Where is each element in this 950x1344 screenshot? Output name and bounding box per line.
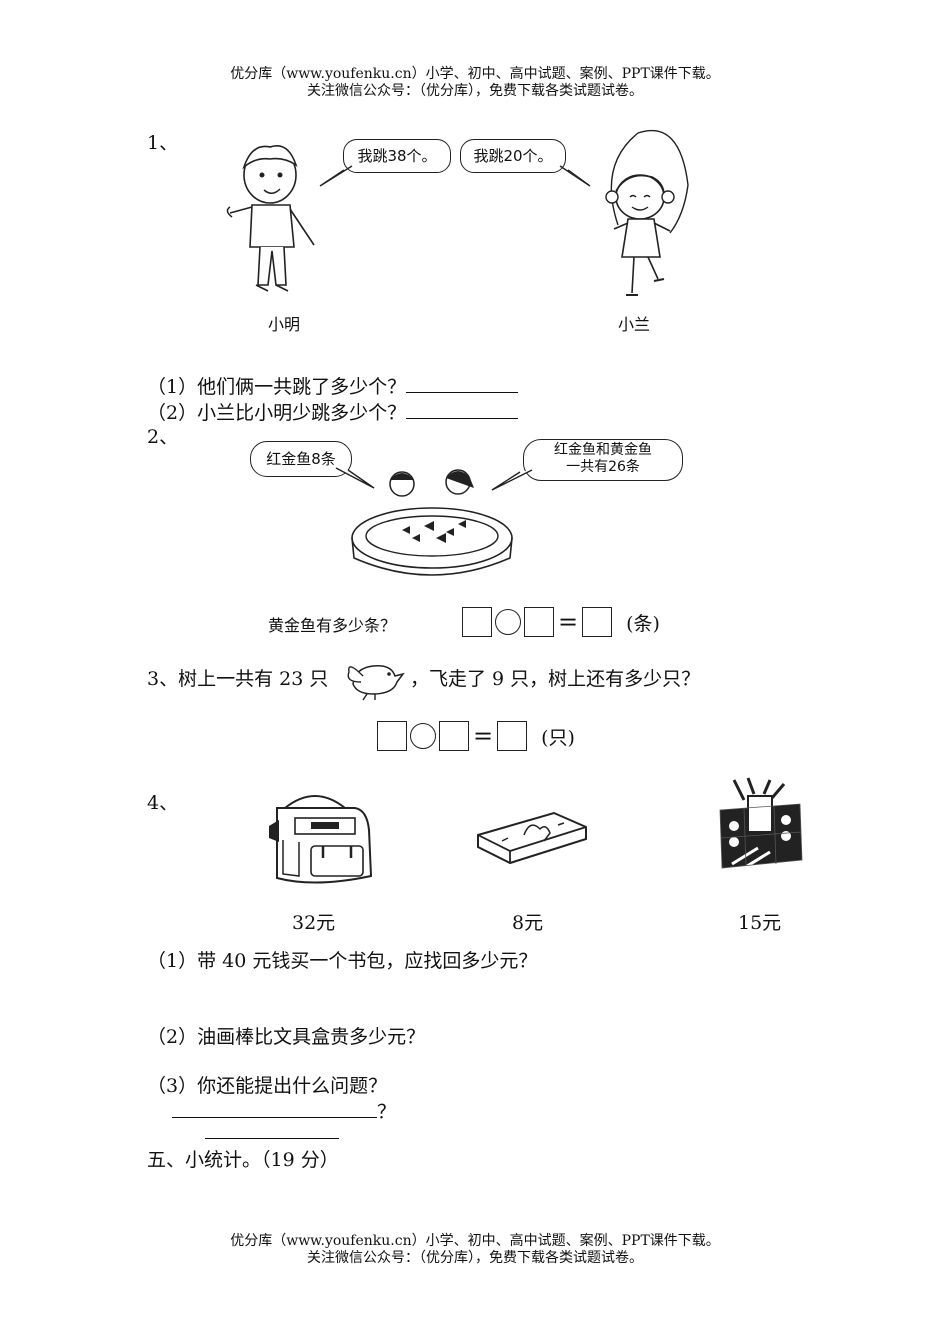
q4-number: 4、 bbox=[147, 792, 179, 814]
page-footer: 优分库（www.youfenku.cn）小学、初中、高中试题、案例、PPT课件下… bbox=[0, 1233, 950, 1267]
bubble-red-fish-text: 红金鱼8条 bbox=[266, 450, 336, 468]
bubble-girl-text: 我跳20个。 bbox=[473, 147, 553, 165]
q2-equation: = (条) bbox=[462, 607, 660, 637]
q3-box-2[interactable] bbox=[439, 721, 469, 751]
bubble-red-fish-tail bbox=[335, 467, 375, 489]
bubble-boy-text: 我跳38个。 bbox=[357, 147, 437, 165]
q1-answer-blank-1[interactable] bbox=[406, 392, 519, 393]
footer-line-2: 关注微信公众号：（优分库），免费下载各类试题试卷。 bbox=[307, 1250, 643, 1266]
q2-box-result[interactable] bbox=[582, 607, 613, 637]
bubble-total-fish-line-2: 一共有26条 bbox=[566, 459, 640, 475]
q3-operator-circle[interactable] bbox=[410, 723, 436, 749]
q2-box-2[interactable] bbox=[524, 607, 554, 637]
bubble-total-fish-line-1: 红金鱼和黄金鱼 bbox=[554, 442, 652, 458]
boy-illustration bbox=[226, 145, 315, 292]
header-line-1: 优分库（www.youfenku.cn）小学、初中、高中试题、案例、PPT课件下… bbox=[230, 66, 720, 82]
q2-unit: (条) bbox=[626, 612, 660, 635]
name-xiaolan: 小兰 bbox=[618, 315, 651, 334]
fish-pond-illustration bbox=[351, 469, 513, 576]
q1-sub1: （1）他们俩一共跳了多少个？ bbox=[147, 372, 519, 399]
bubble-total-fish: 红金鱼和黄金鱼 一共有26条 bbox=[523, 439, 683, 481]
q4-question-mark: ？ bbox=[377, 1101, 397, 1123]
q1-sub2: （2）小兰比小明少跳多少个？ bbox=[147, 398, 519, 425]
name-xiaoming: 小明 bbox=[268, 315, 301, 334]
q1-sub1-text: （1）他们俩一共跳了多少个？ bbox=[147, 376, 407, 398]
bubble-boy-tail bbox=[319, 165, 353, 187]
q4-sub3-answer-line: ？ bbox=[172, 1097, 396, 1124]
q1-sub2-text: （2）小兰比小明少跳多少个？ bbox=[147, 402, 407, 424]
q4-answer-blank[interactable] bbox=[172, 1117, 377, 1118]
q3-text-a: 3、树上一共有 23 只 bbox=[147, 668, 329, 690]
footer-line-1: 优分库（www.youfenku.cn）小学、初中、高中试题、案例、PPT课件下… bbox=[230, 1233, 720, 1249]
q3-equation: = (只) bbox=[377, 721, 575, 751]
price-oil-pastels: 15元 bbox=[738, 912, 782, 934]
q3-equals: = bbox=[473, 722, 494, 750]
q2-question: 黄金鱼有多少条？ bbox=[268, 616, 397, 635]
pencil-box-icon bbox=[477, 811, 587, 865]
price-schoolbag: 32元 bbox=[292, 912, 336, 934]
q4-sub3: （3）你还能提出什么问题？ bbox=[147, 1075, 388, 1097]
bubble-red-fish: 红金鱼8条 bbox=[250, 441, 352, 477]
section5-title: 五、小统计。（19 分） bbox=[147, 1149, 339, 1171]
bubble-girl-tail bbox=[559, 165, 591, 187]
bird-icon bbox=[347, 664, 405, 701]
q4-sub1: （1）带 40 元钱买一个书包，应找回多少元？ bbox=[147, 950, 538, 972]
q3-text-b: ，飞走了 9 只，树上还有多少只？ bbox=[410, 668, 701, 690]
header-line-2: 关注微信公众号：（优分库），免费下载各类试题试卷。 bbox=[307, 83, 643, 99]
q4-sub2: （2）油画棒比文具盒贵多少元？ bbox=[147, 1026, 426, 1048]
bubble-boy: 我跳38个。 bbox=[343, 139, 451, 173]
q3-box-result[interactable] bbox=[497, 721, 528, 751]
bubble-total-fish-tail bbox=[491, 469, 533, 491]
bubble-girl: 我跳20个。 bbox=[460, 139, 566, 173]
q2-equals: = bbox=[558, 608, 579, 636]
q2-operator-circle[interactable] bbox=[495, 609, 521, 635]
oil-pastels-icon bbox=[719, 777, 803, 870]
page-header: 优分库（www.youfenku.cn）小学、初中、高中试题、案例、PPT课件下… bbox=[0, 66, 950, 100]
q1-answer-blank-2[interactable] bbox=[406, 418, 519, 419]
q1-number: 1、 bbox=[147, 132, 179, 154]
q3-box-1[interactable] bbox=[377, 721, 407, 751]
q3-unit: (只) bbox=[541, 726, 575, 749]
divider-line bbox=[205, 1138, 339, 1139]
q2-box-1[interactable] bbox=[462, 607, 492, 637]
girl-illustration bbox=[605, 129, 689, 296]
q2-number: 2、 bbox=[147, 426, 179, 448]
schoolbag-icon bbox=[269, 795, 373, 884]
price-pencil-box: 8元 bbox=[512, 912, 544, 934]
